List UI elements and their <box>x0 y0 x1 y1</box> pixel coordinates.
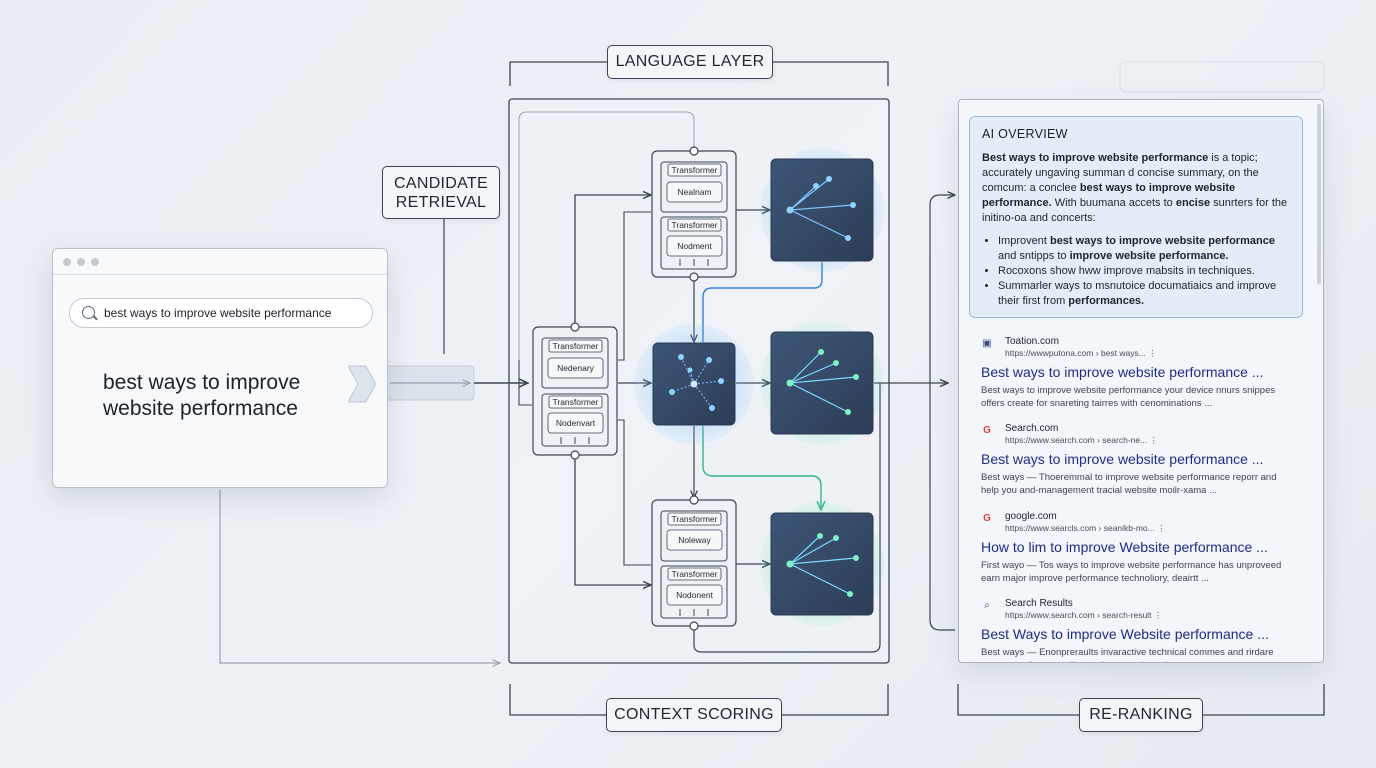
ai-overview-text-part: performances. <box>1068 295 1145 307</box>
ai-overview-text-part: Summarler ways to msnutoice documatiaics… <box>998 280 1277 307</box>
ai-overview-bullet: Improvent best ways to improve website p… <box>998 234 1290 264</box>
transformer-label: Transformer <box>672 220 718 230</box>
re-ranking-label: RE-RANKING <box>1079 698 1203 732</box>
site-icon: ▣ <box>982 338 992 349</box>
search-icon: ⌕ <box>984 600 990 611</box>
ai-overview-text-part: Rocoxons show hww improve mabsits in tec… <box>998 265 1255 277</box>
ai-overview-text-part: best ways to improve website performance… <box>982 182 1236 209</box>
ai-overview-bullet: Rocoxons show hww improve mabsits in tec… <box>998 264 1290 279</box>
ai-overview-bullets: Improvent best ways to improve website p… <box>982 234 1290 309</box>
neural-node-middle <box>760 321 884 445</box>
ai-overview-text-part: sunrters for the initino-oa and concerts… <box>982 197 1288 224</box>
transformer-label: Transformer <box>672 569 718 579</box>
search-results-panel: AI OVERVIEW Best ways to improve website… <box>958 99 1324 663</box>
ai-overview-title: AI OVERVIEW <box>982 127 1068 141</box>
transformer-label: Transformer <box>553 397 599 407</box>
ai-overview-text-part: Improvent <box>998 235 1050 247</box>
ai-overview-text-part: Best ways to improve website performance <box>982 152 1209 164</box>
result-title-link[interactable]: How to lim to improve Website performanc… <box>981 539 1268 555</box>
ai-overview-text-part: With buumana accets to <box>1051 197 1176 209</box>
candidate-retrieval-line1: CANDIDATE <box>394 175 488 192</box>
ai-overview-text-part: improve website performance. <box>1069 250 1229 262</box>
result-snippet: Best ways — Enonpreraults invaractive te… <box>981 647 1274 662</box>
transformer-label: Transformer <box>553 341 599 351</box>
result-url: https://www.search.com › search-result ⋮ <box>1005 610 1163 620</box>
ai-overview-bullet: Summarler ways to msnutoice documatiaics… <box>998 279 1290 309</box>
language-layer-label: LANGUAGE LAYER <box>607 45 773 79</box>
result-title-link[interactable]: Best Ways to improve Website performance… <box>981 626 1269 642</box>
result-site-name: Search Results <box>1005 598 1073 609</box>
result-snippet: Best ways — Thoeremmal to improve websit… <box>981 472 1277 496</box>
search-window: best ways to improve website performance… <box>52 248 388 488</box>
query-large-text: best ways to improve website performance <box>103 370 333 422</box>
result-snippet: Best ways to improve website performance… <box>981 385 1276 409</box>
result-site-name: Toation.com <box>1005 336 1059 347</box>
window-titlebar <box>53 249 387 275</box>
google-icon: G <box>983 513 991 524</box>
neural-node-bottom <box>760 502 884 626</box>
result-site-name: google.com <box>1005 511 1057 522</box>
ai-overview-text-part: best ways to improve website performance <box>1049 235 1275 247</box>
search-input[interactable]: best ways to improve website performance <box>69 298 373 328</box>
neural-node-center <box>634 324 754 444</box>
query-large-line1: best ways to improve <box>103 371 301 394</box>
ai-overview-text-part: encise <box>1175 197 1211 209</box>
query-chevron-icon <box>348 365 377 403</box>
ai-overview-box: AI OVERVIEW Best ways to improve website… <box>969 116 1303 318</box>
candidate-retrieval-label: CANDIDATE RETRIEVAL <box>382 166 500 219</box>
window-dot-icon[interactable] <box>91 258 99 266</box>
result-site-name: Search.com <box>1005 423 1059 434</box>
result-url: https://wwwputona.com › best ways... ⋮ <box>1005 348 1157 358</box>
transformer-label: Transformer <box>672 165 718 175</box>
ai-overview-text-part: is a topic; accurately ungaving summan d… <box>982 152 1259 194</box>
transformer-inner: Nealnam <box>677 187 711 197</box>
transformer-inner: Noleway <box>678 535 711 545</box>
context-scoring-label: CONTEXT SCORING <box>606 698 782 732</box>
window-dot-icon[interactable] <box>77 258 85 266</box>
result-snippet: First wayo — Tos ways to improve website… <box>981 560 1282 584</box>
transformer-inner: Nedenary <box>557 363 595 373</box>
neural-node-top <box>760 148 884 272</box>
search-query-text: best ways to improve website performance <box>104 306 332 320</box>
results-scrollbar[interactable] <box>1317 104 1321 284</box>
ai-overview-paragraph: Best ways to improve website performance… <box>982 151 1290 226</box>
transformer-inner: Nodenvart <box>556 418 596 428</box>
search-icon <box>82 306 95 319</box>
result-title-link[interactable]: Best ways to improve website performance… <box>981 364 1264 380</box>
candidate-retrieval-line2: RETRIEVAL <box>395 194 487 211</box>
transformer-label: Transformer <box>672 514 718 524</box>
result-title-link[interactable]: Best ways to improve website performance… <box>981 451 1264 467</box>
transformer-inner: Nodonent <box>676 590 714 600</box>
ai-overview-text-part: and sntipps to <box>998 250 1070 262</box>
google-icon: G <box>983 425 991 436</box>
query-large-line2: website performance <box>103 397 298 420</box>
window-dot-icon[interactable] <box>63 258 71 266</box>
result-url: https://www.searcls.com › seanikb-mo... … <box>1005 523 1166 533</box>
transformer-inner: Nodment <box>677 241 712 251</box>
result-url: https://www.search.com › search-ne... ⋮ <box>1005 435 1159 445</box>
